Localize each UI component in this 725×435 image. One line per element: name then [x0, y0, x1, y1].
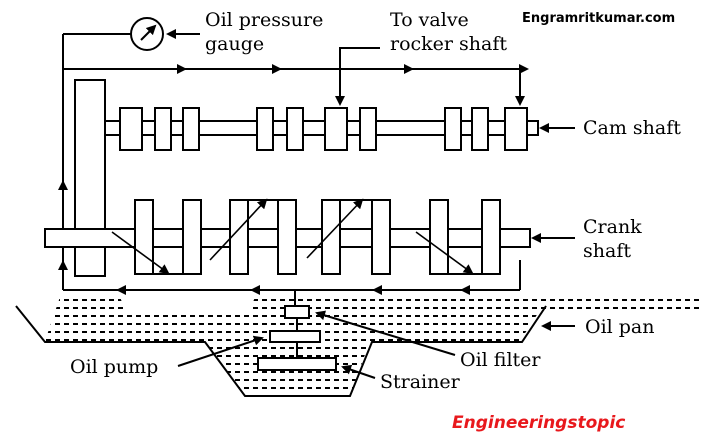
watermark-engineeringstopic: Engineeringstopic [452, 413, 625, 433]
strainer [257, 357, 376, 379]
label-strainer: Strainer [380, 371, 461, 393]
label-oil-pan: Oil pan [585, 316, 655, 338]
label-to-valve-line1: To valve [390, 9, 469, 31]
label-oil-pressure-line1: Oil pressure [205, 9, 323, 31]
oil-gallery-lines [58, 33, 529, 358]
crank-shaft [44, 198, 575, 275]
label-to-valve-line2: rocker shaft [390, 33, 507, 55]
oil-filter [284, 305, 456, 356]
watermark-engramritkumar: Engramritkumar.com [522, 11, 675, 26]
label-crank-line1: Crank [583, 216, 642, 238]
oil-pump [177, 330, 321, 367]
cam-shaft [104, 107, 575, 151]
oil-pressure-gauge-icon [130, 17, 200, 51]
oil-pan [15, 297, 700, 397]
label-cam-shaft: Cam shaft [583, 117, 681, 139]
label-crank-line2: shaft [583, 240, 631, 262]
label-oil-pressure-line2: gauge [205, 33, 264, 55]
label-oil-pump: Oil pump [70, 356, 158, 378]
label-oil-filter: Oil filter [460, 349, 541, 371]
